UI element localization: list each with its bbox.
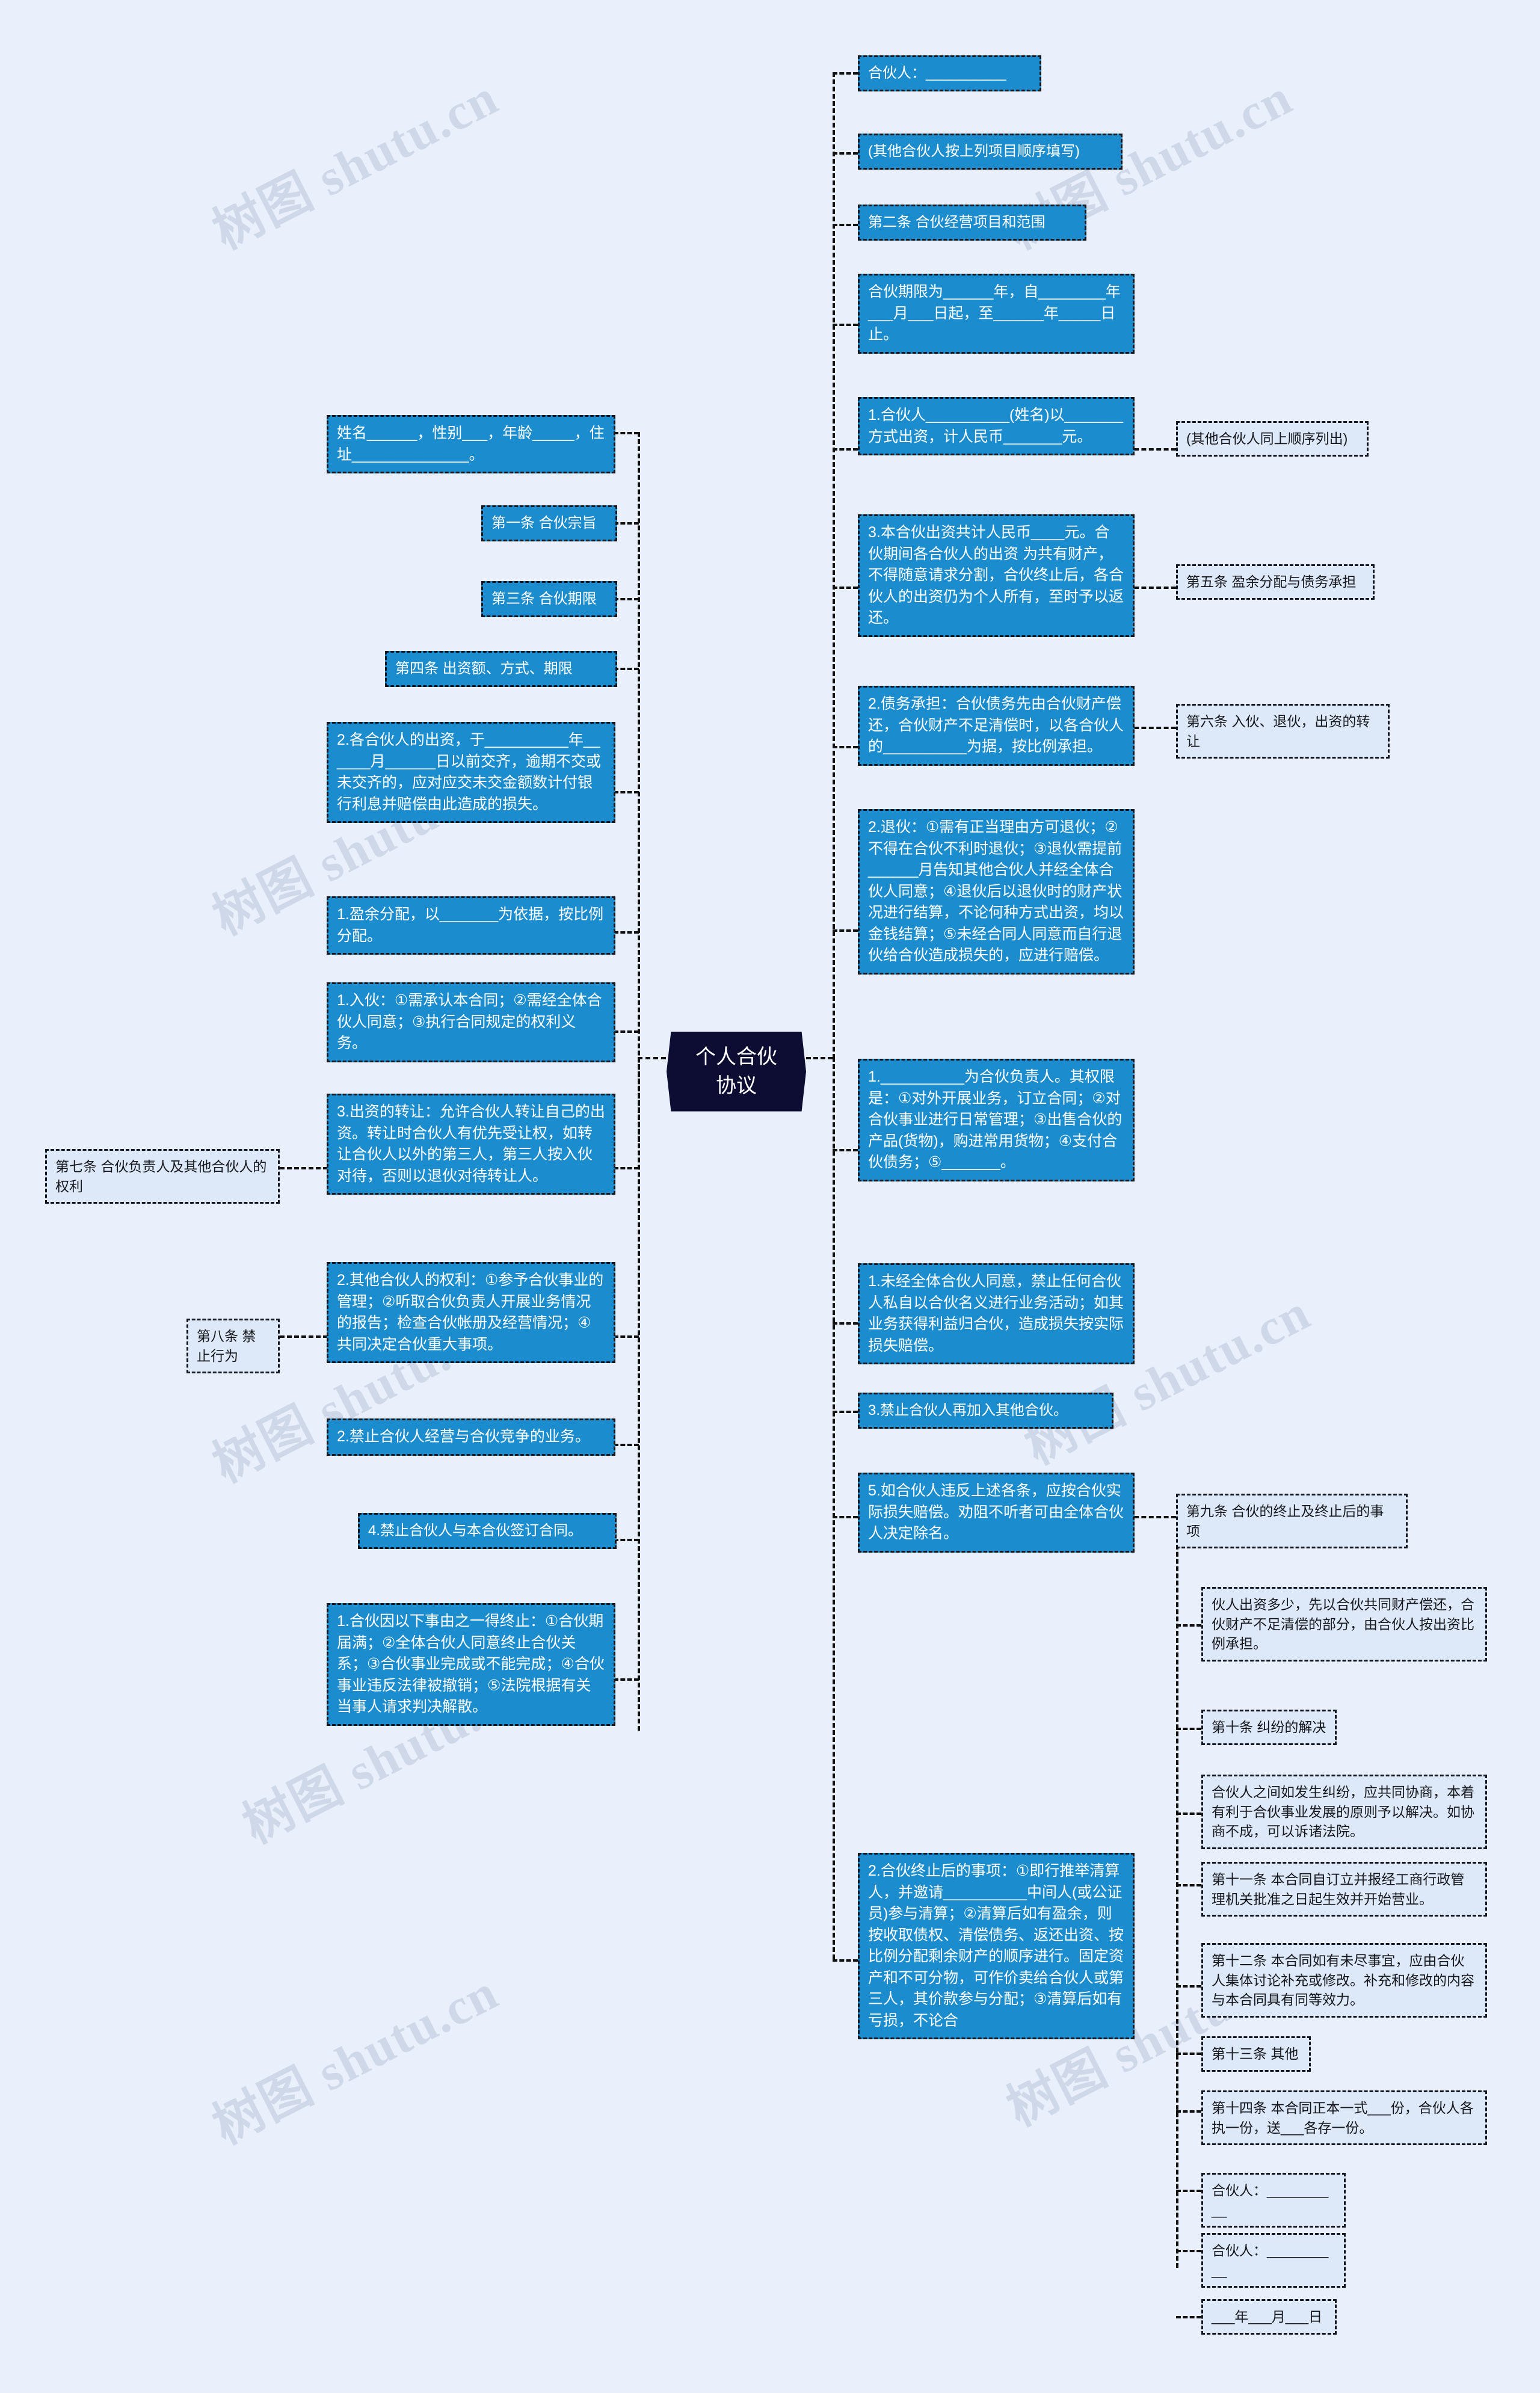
node-right-2[interactable]: (其他合伙人按上列项目顺序填写) [858, 134, 1123, 170]
node-left-10[interactable]: 2.禁止合伙人经营与合伙竞争的业务。 [327, 1418, 615, 1456]
connector [1176, 2190, 1201, 2192]
connector [1134, 727, 1176, 729]
connector [833, 152, 858, 155]
connector [806, 1057, 833, 1059]
node-left-1[interactable]: 姓名______，性别___，年龄_____，住址______________。 [327, 415, 615, 473]
node-right-13[interactable]: 2.合伙终止后的事项：①即行推举清算人，并邀请__________中间人(或公证… [858, 1853, 1135, 2039]
watermark: 树图 shutu.cn [204, 1963, 507, 2155]
central-topic[interactable]: 个人合伙协议 [667, 1032, 806, 1112]
connector [833, 1149, 858, 1151]
node-far-right-9[interactable]: 合伙人：__________ [1201, 2233, 1346, 2288]
connector [833, 1057, 835, 1959]
node-far-right-3[interactable]: 合伙人之间如发生纠纷，应共同协商，本着有利于合伙事业发展的原则予以解决。如协商不… [1201, 1775, 1487, 1849]
connector [1176, 1812, 1201, 1815]
node-right-8[interactable]: 2.退伙：①需有正当理由方可退伙；②不得在合伙不利时退伙；③退伙需提前_____… [858, 809, 1135, 975]
watermark: 树图 shutu.cn [204, 69, 507, 260]
connector [1176, 1624, 1201, 1627]
node-left-2[interactable]: 第一条 合伙宗旨 [481, 505, 617, 542]
node-left-9[interactable]: 2.其他合伙人的权利：①参予合伙事业的管理；②听取合伙负责人开展业务情况的报告；… [327, 1262, 615, 1363]
connector [833, 1322, 858, 1325]
connector [1176, 2250, 1201, 2252]
node-right-6[interactable]: 3.本合伙出资共计人民币____元。合伙期间各合伙人的出资 为共有财产，不得随意… [858, 514, 1135, 637]
connector [1176, 1728, 1201, 1730]
connector [833, 1959, 858, 1962]
node-far-right-6[interactable]: 第十三条 其他 [1201, 2036, 1311, 2072]
connector [833, 224, 858, 226]
node-left-12[interactable]: 1.合伙因以下事由之一得终止：①合伙期届满；②全体合伙人同意终止合伙关系；③合伙… [327, 1603, 615, 1726]
node-left-7[interactable]: 1.入伙：①需承认本合同；②需经全体合伙人同意；③执行合同规定的权利义务。 [327, 982, 615, 1062]
node-far-right-10[interactable]: ___年___月___日 [1201, 2299, 1337, 2335]
node-left-4[interactable]: 第四条 出资额、方式、期限 [385, 651, 617, 688]
connector [614, 1539, 639, 1541]
label-right-other-partners[interactable]: (其他合伙人同上顺序列出) [1176, 421, 1369, 457]
connector [833, 929, 858, 932]
label-left-article-7[interactable]: 第七条 合伙负责人及其他合伙人的权利 [45, 1149, 280, 1204]
connector [1176, 1985, 1201, 1988]
connector [1176, 2110, 1201, 2113]
connector [614, 791, 639, 793]
node-far-right-2[interactable]: 第十条 纠纷的解决 [1201, 1710, 1337, 1745]
node-right-5[interactable]: 1.合伙人__________(姓名)以_______方式出资，计人民币____… [858, 397, 1135, 455]
connector [614, 598, 639, 600]
node-far-right-8[interactable]: 合伙人：__________ [1201, 2173, 1346, 2228]
node-left-3[interactable]: 第三条 合伙期限 [481, 581, 617, 618]
node-right-9[interactable]: 1.__________为合伙负责人。其权限是：①对外开展业务，订立合同；②对合… [858, 1059, 1135, 1181]
connector [1134, 1516, 1176, 1518]
node-right-1[interactable]: 合伙人：__________ [858, 55, 1041, 92]
connector [833, 1411, 858, 1413]
connector [1176, 1516, 1178, 2268]
node-right-7[interactable]: 2.债务承担：合伙债务先由合伙财产偿还，合伙财产不足清偿时，以各合伙人的____… [858, 686, 1135, 766]
label-right-article-5[interactable]: 第五条 盈余分配与债务承担 [1176, 564, 1375, 600]
connector [280, 1167, 328, 1169]
node-right-11[interactable]: 3.禁止合伙人再加入其他合伙。 [858, 1393, 1113, 1429]
connector [614, 1678, 639, 1681]
node-right-3[interactable]: 第二条 合伙经营项目和范围 [858, 205, 1086, 241]
connector [1134, 448, 1176, 451]
connector [833, 1516, 858, 1518]
connector [1176, 2316, 1201, 2318]
connector [833, 72, 835, 1059]
node-left-8[interactable]: 3.出资的转让：允许合伙人转让自己的出资。转让时合伙人有优先受让权，如转让合伙人… [327, 1094, 615, 1195]
connector [614, 931, 639, 934]
connector [614, 1167, 639, 1169]
connector [614, 1444, 639, 1446]
connector [614, 1030, 639, 1033]
label-right-article-9[interactable]: 第九条 合伙的终止及终止后的事项 [1176, 1494, 1408, 1549]
connector [614, 432, 639, 434]
connector [638, 432, 640, 1142]
node-right-12[interactable]: 5.如合伙人违反上述各条，应按合伙实际损失赔偿。劝阻不听者可由全体合伙人决定除名… [858, 1473, 1135, 1553]
node-left-6[interactable]: 1.盈余分配，以_______为依据，按比例分配。 [327, 896, 615, 955]
connector [614, 668, 639, 670]
connector [833, 746, 858, 748]
label-left-article-8[interactable]: 第八条 禁止行为 [186, 1319, 280, 1374]
connector [614, 1335, 639, 1338]
connector [1176, 1884, 1201, 1886]
connector [614, 522, 639, 525]
connector [638, 1057, 640, 1731]
node-right-10[interactable]: 1.未经全体合伙人同意，禁止任何合伙人私自以合伙名义进行业务活动；如其业务获得利… [858, 1263, 1135, 1364]
connector [280, 1335, 328, 1338]
connector [833, 587, 858, 589]
connector [638, 1057, 674, 1059]
connector [833, 72, 858, 75]
label-right-article-6[interactable]: 第六条 入伙、退伙，出资的转让 [1176, 704, 1390, 759]
node-far-right-4[interactable]: 第十一条 本合同自订立并报经工商行政管理机关批准之日起生效并开始营业。 [1201, 1862, 1487, 1917]
connector [833, 448, 858, 451]
connector [1176, 2053, 1201, 2055]
node-far-right-1[interactable]: 伙人出资多少，先以合伙共同财产偿还，合伙财产不足清偿的部分，由合伙人按出资比例承… [1201, 1587, 1487, 1662]
connector [833, 324, 858, 326]
connector [1134, 587, 1176, 589]
node-left-11[interactable]: 4.禁止合伙人与本合伙签订合同。 [358, 1513, 617, 1550]
node-left-5[interactable]: 2.各合伙人的出资，于__________年______月______日以前交齐… [327, 722, 615, 823]
node-right-4[interactable]: 合伙期限为______年，自________年___月___日起，至______… [858, 274, 1135, 354]
node-far-right-7[interactable]: 第十四条 本合同正本一式___份，合伙人各执一份，送___各存一份。 [1201, 2090, 1487, 2146]
node-far-right-5[interactable]: 第十二条 本合同如有未尽事宜，应由合伙人集体讨论补充或修改。补充和修改的内容与本… [1201, 1943, 1487, 2018]
